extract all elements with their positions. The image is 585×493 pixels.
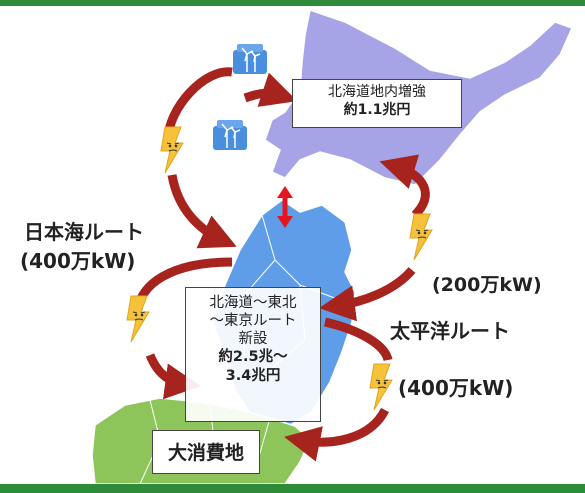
top-frame-bar [0,0,585,6]
pacific-upper-capacity-label: (200万kW) [432,274,542,296]
lightning-bolt-icon [126,295,150,343]
japan-sea-arrow-2 [243,72,298,107]
japan-sea-route-label: 日本海ルート [24,220,144,244]
japan-sea-capacity-label: (400万kW) [20,249,136,273]
lightning-bolt-icon [409,213,433,261]
pacific-arrow-4 [284,407,390,462]
consumption-area-box: 大消費地 [152,430,260,474]
bottom-frame-bar [0,484,585,493]
interconnect-arrow-icon [277,186,293,228]
pacific-route-label: 太平洋ルート [390,319,510,343]
pacific-arrow-1 [379,154,430,219]
hokkaido-reinforcement-box: 北海道地内増強 約1.1兆円 [292,79,462,128]
japan-sea-arrow-5 [145,353,202,400]
hokkaido-box-cost: 約1.1兆円 [343,101,411,118]
wind-turbine-icon [232,43,268,75]
route-box-line1: 北海道～東北 [209,295,297,311]
route-box-line2: ～東京ルート [209,313,297,330]
pacific-arrow-3 [323,317,393,362]
pacific-arrow-2 [318,266,416,322]
japan-sea-arrow-3 [167,174,237,249]
route-box-cost-line2: 3.4兆円 [225,367,281,384]
route-box-line3: 新設 [238,331,268,348]
pacific-capacity-label: (400万kW) [398,376,514,400]
route-box-cost-line1: 約2.5兆～ [218,349,288,366]
new-route-box: 北海道～東北 ～東京ルート 新設 約2.5兆～ 3.4兆円 [185,287,321,422]
lightning-bolt-icon [369,363,393,411]
wind-turbine-icon [212,119,248,151]
hokkaido-box-title: 北海道地内増強 [328,84,426,100]
